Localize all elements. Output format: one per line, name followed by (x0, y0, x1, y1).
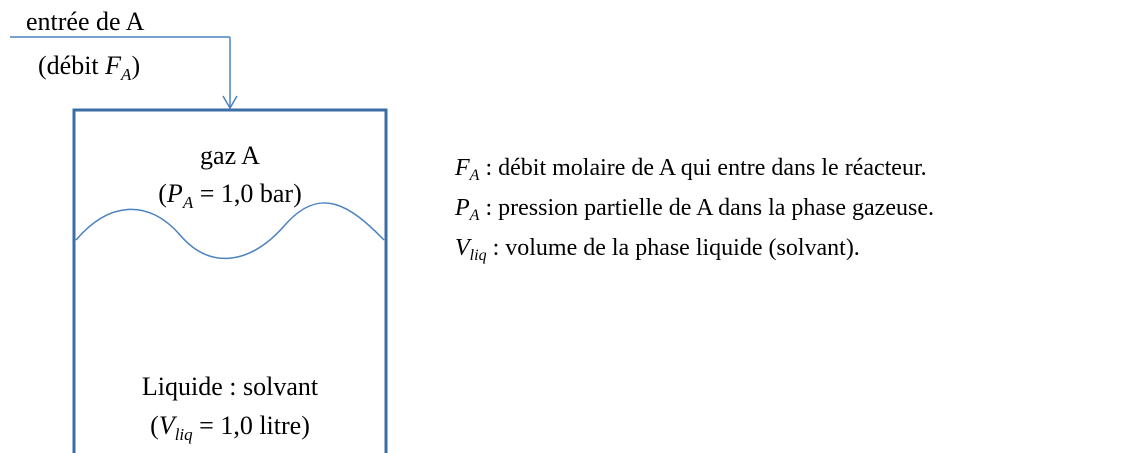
liquid-volume-label: (Vliq = 1,0 litre) (150, 411, 310, 444)
gas-liquid-interface (75, 202, 385, 260)
liquid-label: Liquide : solvant (142, 372, 319, 401)
symbol-legend: FA : débit molaire de A qui entre dans l… (455, 148, 1125, 268)
legend-text: : pression partielle de A dans la phase … (479, 195, 934, 221)
gas-pressure-label: (PA = 1,0 bar) (158, 179, 301, 212)
legend-text: : débit molaire de A qui entre dans le r… (479, 155, 927, 181)
legend-symbol: P (455, 195, 470, 221)
reactor-wall (72, 108, 388, 453)
reactor-diagram: entrée de A (débit FA) gaz A (PA = 1,0 b… (10, 7, 388, 453)
legend-subscript: A (469, 167, 480, 184)
gas-label: gaz A (200, 141, 260, 170)
inlet-label: entrée de A (26, 7, 145, 36)
legend-symbol: F (455, 155, 470, 181)
legend-subscript: liq (469, 247, 487, 264)
legend-item-fa: FA : débit molaire de A qui entre dans l… (455, 148, 1125, 188)
feed-arrow-head (222, 95, 238, 110)
legend-symbol: V (455, 235, 470, 261)
legend-text: : volume de la phase liquide (solvant). (486, 235, 860, 261)
legend-subscript: A (469, 207, 480, 224)
legend-item-pa: PA : pression partielle de A dans la pha… (455, 188, 1125, 228)
legend-item-vliq: Vliq : volume de la phase liquide (solva… (455, 228, 1125, 268)
inlet-flow-label: (débit FA) (38, 51, 140, 84)
